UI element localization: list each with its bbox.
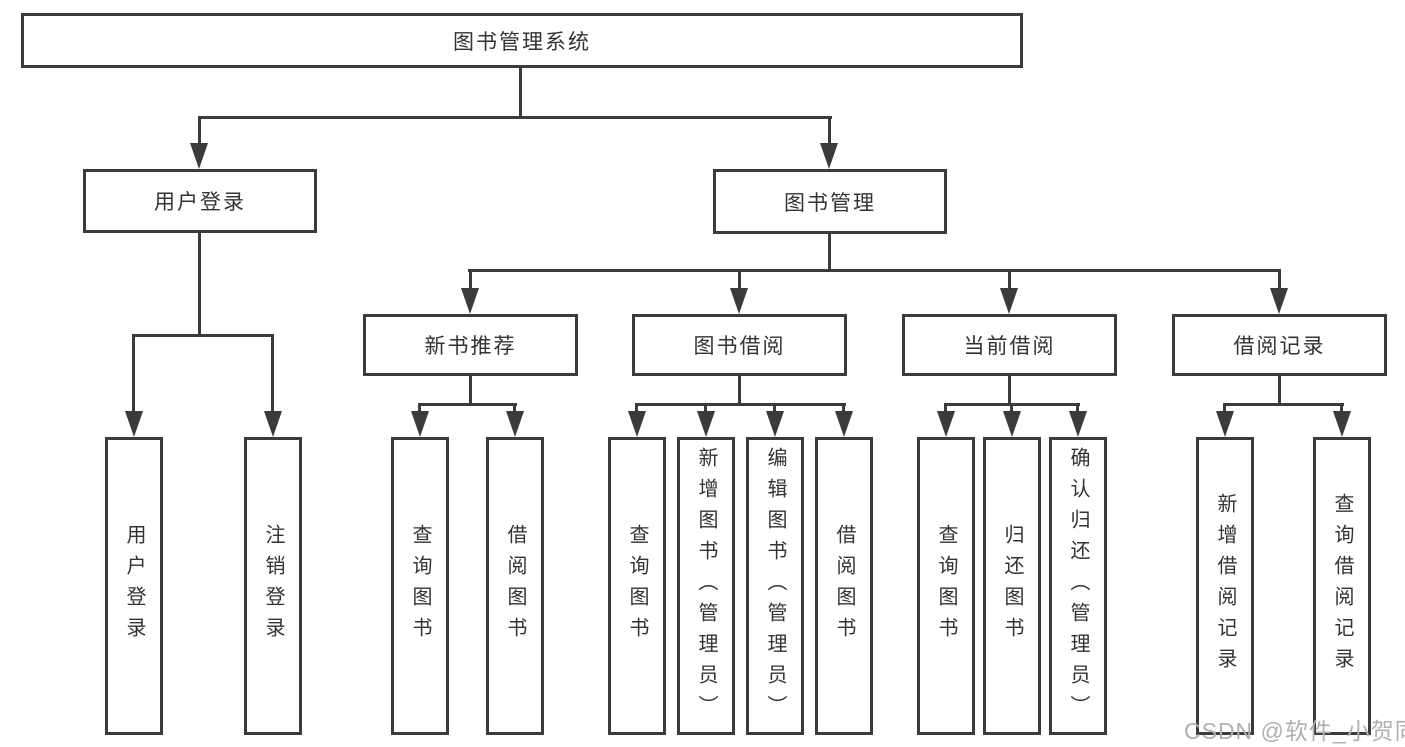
leaf-label: 用户登录 [123, 524, 145, 648]
connector-vline [828, 234, 831, 271]
leaf-label: 查询图书 [409, 524, 431, 648]
leaf-label: 借阅图书 [833, 524, 855, 648]
connector-vline [1223, 405, 1226, 413]
arrow-down-icon [937, 411, 955, 437]
arrow-down-icon [264, 411, 282, 437]
leaf-query-borrow-record: 查询借阅记录 [1313, 437, 1371, 735]
csdn-watermark: CSDN @软件_小贺同学 [1184, 718, 1405, 744]
node-label: 新书推荐 [424, 335, 517, 358]
connector-vline [1278, 271, 1281, 290]
arrow-down-icon [1069, 411, 1087, 437]
connector-hline [944, 403, 1080, 406]
leaf-label: 查询借阅记录 [1331, 493, 1353, 679]
node-new-book-recommend: 新书推荐 [363, 314, 578, 376]
leaf-logout: 注销登录 [244, 437, 302, 735]
leaf-label: 归还图书 [1001, 524, 1023, 648]
connector-vline [842, 405, 845, 413]
node-label: 用户登录 [154, 191, 246, 214]
arrow-down-icon [835, 411, 853, 437]
connector-vline [519, 68, 522, 118]
connector-vline [828, 118, 831, 146]
leaf-borrow-books-recommend: 借阅图书 [486, 437, 544, 735]
arrow-down-icon [461, 288, 479, 314]
node-label: 借阅记录 [1233, 335, 1326, 358]
arrow-down-icon [1333, 411, 1351, 437]
node-borrow-record: 借阅记录 [1172, 314, 1387, 376]
leaf-add-borrow-record: 新增借阅记录 [1196, 437, 1254, 735]
connector-vline [198, 233, 201, 335]
node-label: 图书管理 [784, 191, 876, 215]
leaf-label: 查询图书 [626, 524, 648, 648]
leaf-user-login: 用户登录 [105, 437, 163, 735]
node-label: 当前借阅 [963, 335, 1056, 358]
connector-vline [1008, 271, 1011, 290]
leaf-label: 查询图书 [935, 524, 957, 648]
connector-vline [635, 405, 638, 413]
connector-vline [1008, 376, 1011, 405]
arrow-down-icon [125, 411, 143, 437]
arrow-down-icon [820, 143, 838, 169]
node-book-management: 图书管理 [713, 169, 947, 234]
connector-vline [418, 405, 421, 413]
connector-vline [1010, 405, 1013, 413]
connector-vline [704, 405, 707, 413]
arrow-down-icon [190, 143, 208, 169]
connector-vline [773, 405, 776, 413]
connector-vline [198, 118, 201, 146]
leaf-add-book-admin: 新增图书（管理员） [677, 437, 735, 735]
arrow-down-icon [506, 411, 524, 437]
node-library-management-system: 图书管理系统 [21, 13, 1023, 68]
leaf-label: 注销登录 [262, 524, 284, 648]
connector-vline [271, 336, 274, 412]
connector-hline [635, 403, 846, 406]
connector-vline [469, 271, 472, 290]
connector-vline [1340, 405, 1343, 413]
node-label: 图书借阅 [693, 335, 786, 358]
leaf-borrow-books: 借阅图书 [815, 437, 873, 735]
leaf-query-books-borrow: 查询图书 [608, 437, 666, 735]
connector-vline [1278, 376, 1281, 405]
leaf-edit-book-admin: 编辑图书（管理员） [746, 437, 804, 735]
connector-hline [418, 403, 517, 406]
leaf-confirm-return-admin: 确认归还（管理员） [1049, 437, 1107, 735]
leaf-query-books-current: 查询图书 [917, 437, 975, 735]
leaf-query-books-recommend: 查询图书 [391, 437, 449, 735]
node-book-borrow: 图书借阅 [632, 314, 847, 376]
arrow-down-icon [697, 411, 715, 437]
connector-hline [1223, 403, 1344, 406]
arrow-down-icon [1216, 411, 1234, 437]
arrow-down-icon [1003, 411, 1021, 437]
node-label: 图书管理系统 [453, 30, 591, 54]
connector-vline [1076, 405, 1079, 413]
connector-vline [513, 405, 516, 413]
arrow-down-icon [1270, 288, 1288, 314]
arrow-down-icon [730, 288, 748, 314]
connector-vline [132, 336, 135, 412]
arrow-down-icon [766, 411, 784, 437]
node-user-login: 用户登录 [83, 169, 317, 233]
connector-vline [738, 271, 741, 290]
leaf-label: 确认归还（管理员） [1067, 446, 1089, 726]
leaf-label: 借阅图书 [504, 524, 526, 648]
connector-hline [132, 334, 274, 337]
leaf-label: 编辑图书（管理员） [764, 446, 786, 726]
connector-hline [468, 269, 1281, 272]
arrow-down-icon [411, 411, 429, 437]
connector-hline [198, 116, 832, 119]
leaf-label: 新增借阅记录 [1214, 493, 1236, 679]
connector-vline [738, 376, 741, 405]
arrow-down-icon [628, 411, 646, 437]
leaf-return-book: 归还图书 [983, 437, 1041, 735]
node-current-borrow: 当前借阅 [902, 314, 1117, 376]
connector-vline [944, 405, 947, 413]
leaf-label: 新增图书（管理员） [695, 446, 717, 726]
connector-vline [469, 376, 472, 405]
arrow-down-icon [1000, 288, 1018, 314]
